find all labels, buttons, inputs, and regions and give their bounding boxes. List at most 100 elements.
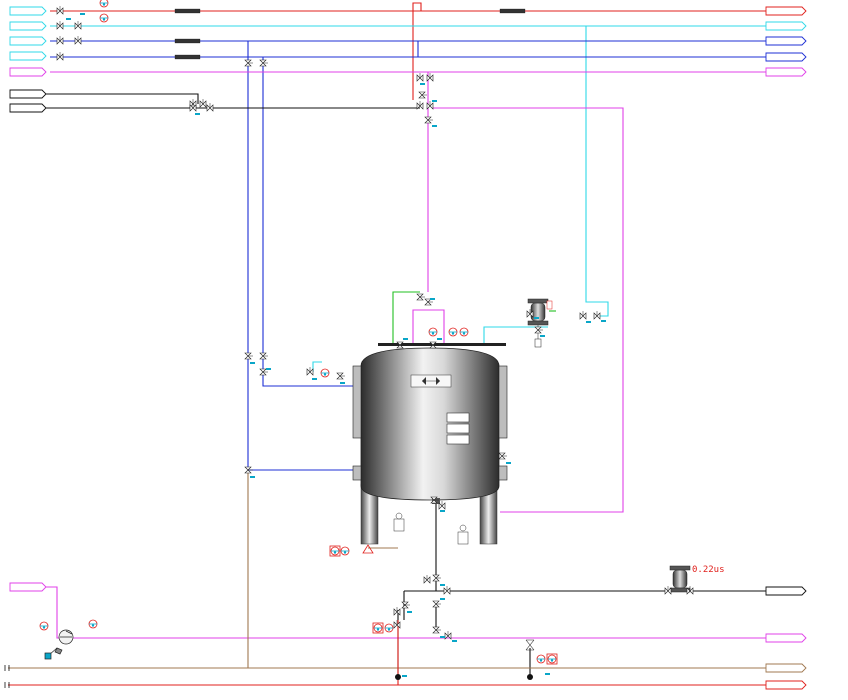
pipe-black-1 [45, 93, 199, 104]
instrument-bubble-icon[interactable] [536, 654, 546, 664]
gate-valve-icon[interactable] [432, 600, 441, 608]
instrument-tag-marker [601, 320, 606, 322]
instrument-tag-marker [66, 18, 71, 20]
gate-valve-icon[interactable] [416, 293, 425, 301]
instrument-bubble-icon[interactable] [448, 327, 458, 337]
gate-valve-icon[interactable] [424, 116, 433, 124]
gate-valve-icon[interactable] [418, 91, 427, 99]
instrument-tag-marker [407, 611, 412, 613]
instrument-tag-marker [340, 382, 345, 384]
pipe-cyan-filter [483, 326, 548, 345]
filter-icon [527, 298, 553, 348]
vessel-jacket-right [498, 365, 508, 439]
line-terminators [4, 665, 10, 688]
gate-valve-icon[interactable] [244, 59, 253, 67]
gate-valve-icon[interactable] [259, 368, 268, 376]
gate-valve-icon[interactable] [56, 6, 64, 15]
gate-valve-icon[interactable] [199, 99, 207, 108]
instrument-bubble-icon[interactable] [99, 0, 109, 8]
instrument-tag-marker [534, 317, 539, 319]
gate-valve-icon[interactable] [426, 101, 434, 110]
instrument-tag-marker [452, 640, 457, 642]
insulation-segment [174, 8, 201, 14]
gate-valve-icon[interactable] [56, 52, 64, 61]
gate-valve-icon[interactable] [393, 620, 401, 629]
gate-valve-icon[interactable] [259, 59, 268, 67]
pipe-green [392, 291, 420, 345]
gate-valve-icon[interactable] [579, 311, 587, 320]
instrument-bubble-icon[interactable] [88, 619, 98, 629]
instrument-tag-marker [403, 338, 408, 340]
insulation-segments [174, 8, 526, 60]
gate-valve-icon[interactable] [244, 352, 253, 360]
instrument-bubble-icon[interactable] [384, 623, 394, 633]
vessel-jacket-band-left [352, 465, 362, 481]
gate-valve-icon[interactable] [416, 73, 424, 82]
gate-valve-icon[interactable] [686, 586, 694, 595]
gate-valve-icon[interactable] [424, 298, 433, 306]
instrument-tag-marker [437, 338, 442, 340]
gate-valve-icon[interactable] [593, 311, 601, 320]
instrument-bubble-icon[interactable] [99, 13, 109, 23]
instrument-tag-marker [440, 510, 445, 512]
pipe-blue-drop-a [247, 41, 356, 471]
vessel-indicator-box [446, 434, 470, 445]
gate-valve-icon[interactable] [429, 341, 438, 349]
instrument-bubble-icon[interactable] [459, 327, 469, 337]
instrument-bubble-icon[interactable] [372, 622, 384, 634]
flow-tag-r1 [765, 6, 807, 16]
flow-tag-l2 [9, 21, 47, 31]
gate-valve-icon[interactable] [56, 21, 64, 30]
insulation-segment [174, 38, 201, 44]
gate-valve-icon[interactable] [498, 452, 507, 460]
vessel-body [360, 347, 500, 501]
pipe-cyan-drop [585, 26, 609, 317]
gate-valve-icon[interactable] [336, 372, 345, 380]
gate-valve-icon[interactable] [430, 496, 439, 504]
gate-valve-icon[interactable] [74, 36, 82, 45]
instrument-tag-marker [440, 584, 445, 586]
gate-valve-icon[interactable] [74, 21, 82, 30]
instrument-tag-marker [250, 362, 255, 364]
flow-tag-l1 [9, 6, 47, 16]
gate-valve-icon[interactable] [416, 101, 424, 110]
gate-valve-icon[interactable] [306, 367, 314, 376]
flow-tag-l8 [9, 582, 47, 592]
gate-valve-icon[interactable] [423, 575, 431, 584]
gate-valve-icon[interactable] [526, 309, 534, 318]
gate-valve-icon[interactable] [56, 36, 64, 45]
gate-valve-icon[interactable] [206, 103, 214, 112]
flow-tag-r6 [765, 586, 807, 596]
valve-group [56, 6, 694, 640]
instrument-tag-marker [432, 125, 437, 127]
jacketed-reactor-icon [352, 343, 508, 545]
gate-valve-icon[interactable] [443, 586, 451, 595]
gate-valve-icon[interactable] [534, 326, 543, 334]
gate-valve-icon[interactable] [396, 341, 405, 349]
flow-tag-r7 [765, 633, 807, 643]
gate-valve-icon[interactable] [432, 626, 441, 634]
flow-tag-l7 [9, 103, 47, 113]
instrument-tag-marker [545, 673, 550, 675]
gate-valve-icon[interactable] [393, 607, 401, 616]
gate-valve-icon[interactable] [426, 73, 434, 82]
gate-valve-icon[interactable] [401, 601, 410, 609]
gate-valve-icon[interactable] [432, 574, 441, 582]
gate-valve-icon[interactable] [244, 466, 253, 474]
instrument-tag-marker [420, 83, 425, 85]
instrument-bubble-icon[interactable] [320, 368, 330, 378]
instrument-bubble-icon[interactable] [340, 546, 350, 556]
instrument-bubble-icon[interactable] [546, 653, 558, 665]
instrument-bubble-icon[interactable] [428, 327, 438, 337]
instrument-tag-marker [312, 378, 317, 380]
instrument-bubble-icon[interactable] [39, 621, 49, 631]
pipe-red-loop [412, 2, 422, 11]
insulation-segment [174, 54, 201, 60]
gate-valve-icon[interactable] [438, 501, 446, 510]
gate-valve-icon[interactable] [189, 103, 197, 112]
instrument-bubble-icon[interactable] [329, 545, 341, 557]
centrifugal-pump-icon [44, 629, 74, 660]
gate-valve-icon[interactable] [259, 352, 268, 360]
gate-valve-icon[interactable] [664, 586, 672, 595]
pipe-blue-drop-b [262, 57, 356, 387]
